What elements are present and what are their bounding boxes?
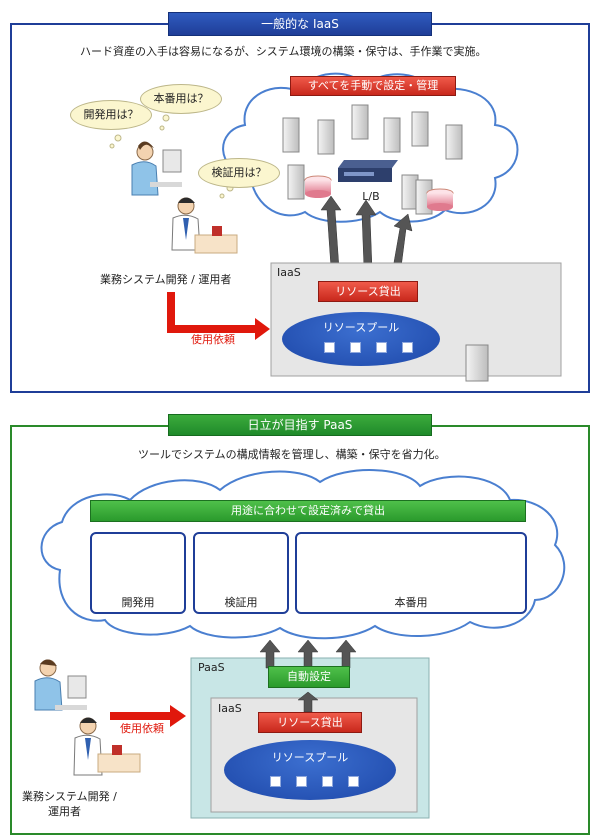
auto-config-button: 自動設定	[268, 666, 350, 688]
lb-label: L/B	[362, 190, 380, 203]
env-test-box	[193, 532, 289, 614]
person-icon	[171, 197, 238, 254]
bottom-iaas-label: IaaS	[218, 702, 242, 715]
top-title: 一般的な IaaS	[168, 12, 432, 36]
pool-slot	[348, 776, 359, 787]
top-iaas-label: IaaS	[277, 266, 301, 279]
bottom-title: 日立が目指す PaaS	[168, 414, 432, 436]
bottom-user-label-1: 業務システム開発 /	[22, 790, 117, 803]
load-balancer-icon	[338, 160, 398, 182]
request-arrow	[110, 705, 186, 727]
top-pool-label: リソースプール	[322, 321, 400, 334]
env-prod-label: 本番用	[394, 596, 428, 609]
bottom-cloud-banner: 用途に合わせて設定済みで貸出	[90, 500, 526, 522]
pool-slot	[376, 342, 387, 353]
pool-slot	[270, 776, 281, 787]
bottom-lend-button: リソース貸出	[258, 712, 362, 733]
bottom-request-label: 使用依頼	[120, 722, 164, 735]
storage-icon	[304, 175, 454, 211]
env-dev-box	[90, 532, 186, 614]
pool-slot	[322, 776, 333, 787]
bubble-test: 検証用は？	[198, 158, 280, 188]
request-arrow	[167, 292, 270, 340]
bubble-dev: 開発用は？	[70, 100, 152, 130]
pool-slot	[296, 776, 307, 787]
up-arrows	[320, 195, 413, 269]
top-resource-pool: リソースプール	[282, 312, 440, 366]
top-request-label: 使用依頼	[191, 333, 235, 346]
bottom-pool-label: リソースプール	[271, 751, 349, 764]
bottom-resource-pool: リソースプール	[224, 740, 396, 800]
pool-slot	[402, 342, 413, 353]
bottom-user-label-2: 運用者	[48, 805, 81, 818]
person-icon	[73, 717, 141, 776]
up-arrows	[259, 639, 357, 713]
top-cloud-banner: すべてを手動で設定・管理	[290, 76, 456, 96]
person-icon	[34, 659, 87, 711]
pool-slot	[350, 342, 361, 353]
pool-slot	[324, 342, 335, 353]
bubble-prod: 本番用は？	[140, 84, 222, 114]
top-subtitle: ハード資産の入手は容易になるが、システム環境の構築・保守は、手作業で実施。	[80, 45, 487, 58]
person-icon	[131, 141, 182, 196]
paas-label: PaaS	[198, 661, 225, 674]
top-user-label: 業務システム開発 / 運用者	[100, 273, 232, 286]
env-test-label: 検証用	[224, 596, 258, 609]
env-prod-box	[295, 532, 527, 614]
env-dev-label: 開発用	[121, 596, 155, 609]
top-lend-button: リソース貸出	[318, 281, 418, 302]
bottom-subtitle: ツールでシステムの構成情報を管理し、構築・保守を省力化。	[138, 448, 446, 461]
